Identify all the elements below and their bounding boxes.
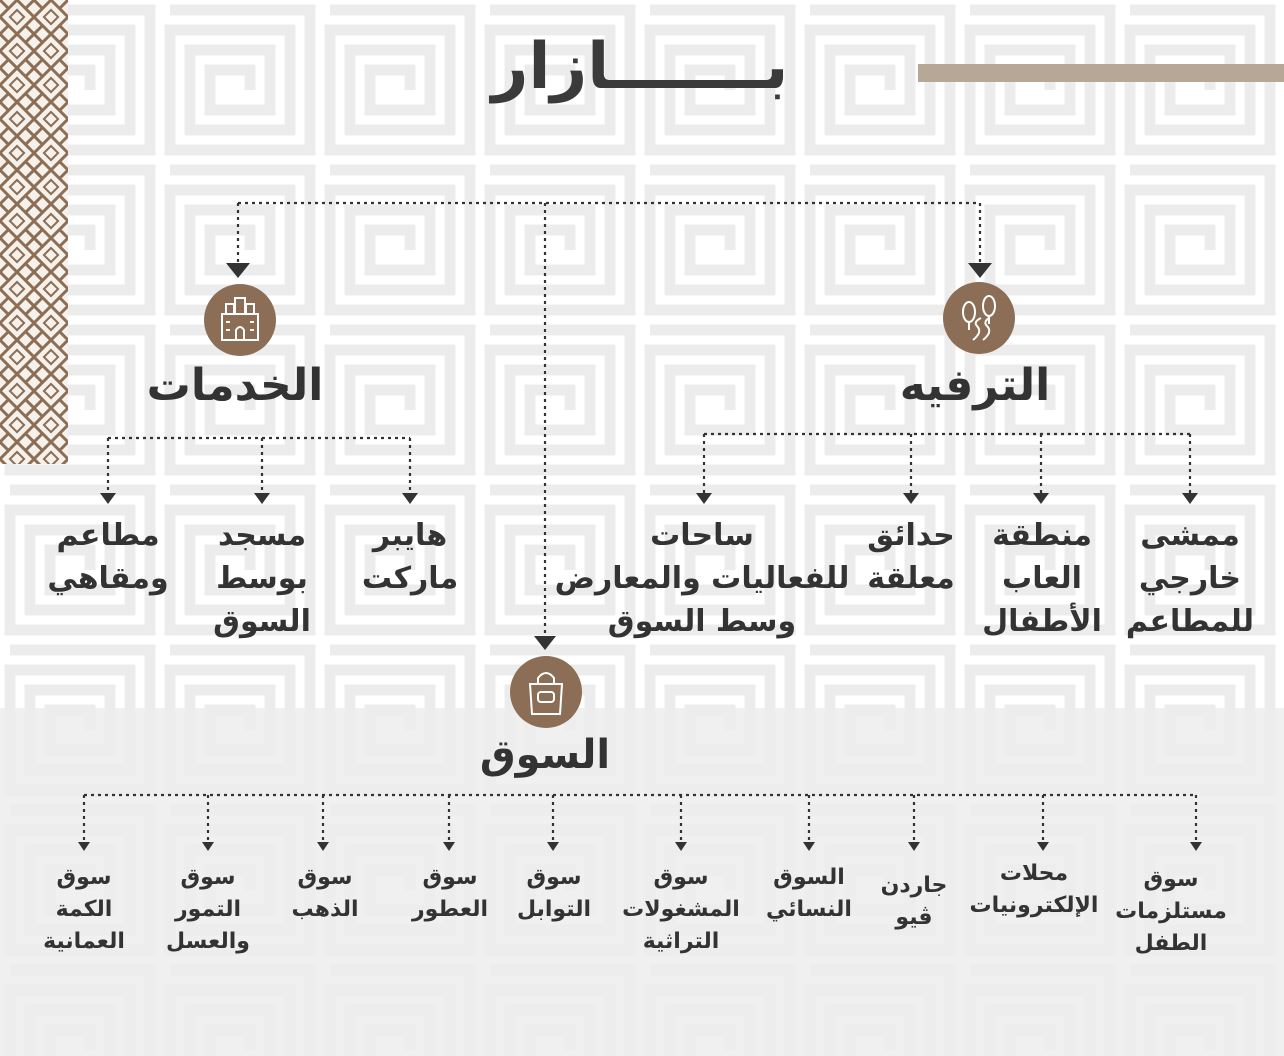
souq-item-perfumes: سوق العطور <box>411 865 489 922</box>
page-title: بـــــــازار <box>491 30 789 104</box>
souq-item-dates-honey: سوق التمور والعسل <box>166 865 250 954</box>
souq-item-gold: سوق الذهب <box>291 865 359 922</box>
souq-item-baby-supplies: سوق مستلزمات الطفل <box>1115 867 1227 956</box>
souq-item-heritage-crafts: سوق المشغولات التراثية <box>622 865 740 954</box>
souq-item-womens-market: السوق النسائي <box>766 865 852 922</box>
item-restaurants-cafes: مطاعم ومقاهي <box>47 518 169 596</box>
souq-item-spices: سوق التوابل <box>516 865 591 922</box>
castle-icon <box>204 284 276 356</box>
item-event-squares: ساحات للفعاليات والمعارض وسط السوق <box>554 518 850 639</box>
lattice-ornament <box>0 0 68 464</box>
item-hanging-gardens: حدائق معلقة <box>867 518 955 596</box>
souq-item-garden-view: جاردن ڤيو <box>880 873 948 930</box>
item-restaurant-walkway: ممشى خارجي للمطاعم <box>1125 518 1255 639</box>
category-souq: السوق <box>479 732 611 778</box>
shopping-bag-icon <box>510 656 582 728</box>
category-entertainment: الترفيه <box>899 360 1051 411</box>
garden-path-icon <box>943 282 1015 354</box>
item-hypermarket: هايبر ماركت <box>361 518 459 596</box>
item-kids-area: منطقة العاب الأطفال <box>982 518 1102 639</box>
souq-item-electronics: محلات الإلكترونيات <box>969 861 1099 918</box>
title-accent-bar <box>918 64 1284 82</box>
item-mosque: مسجد بوسط السوق <box>213 518 311 639</box>
category-services: الخدمات <box>146 360 324 411</box>
souq-background-band <box>0 708 1284 1056</box>
souq-item-kumma: سوق الكمة العمانية <box>43 865 125 954</box>
